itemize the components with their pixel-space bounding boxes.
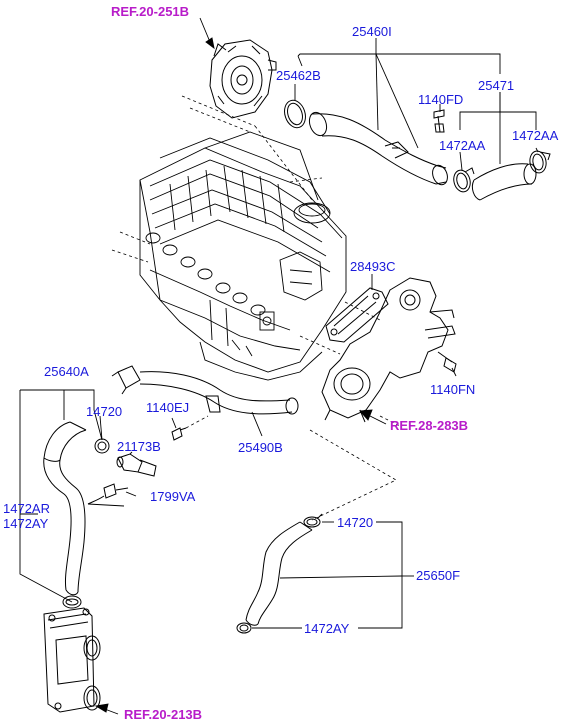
label-1472ay-left: 1472AY bbox=[3, 516, 49, 531]
turbocharger bbox=[209, 39, 277, 119]
label-25650f: 25650F bbox=[416, 568, 461, 583]
thermostat-housing bbox=[321, 277, 456, 423]
gasket-25462b bbox=[284, 99, 306, 129]
ref-turbo-label[interactable]: REF.20-251B bbox=[111, 4, 190, 19]
label-14720-left: 14720 bbox=[86, 404, 123, 419]
label-14720-lower: 14720 bbox=[337, 515, 374, 530]
bolt-1140fd bbox=[433, 109, 445, 133]
gasket-28493c bbox=[325, 287, 389, 343]
label-28493c: 28493C bbox=[350, 259, 396, 274]
fitting-21173b bbox=[116, 453, 157, 477]
clamp-1472ay-lower bbox=[236, 622, 252, 634]
label-1140fn: 1140FN bbox=[430, 382, 476, 397]
intake-pipe-25460i bbox=[308, 111, 448, 186]
bolt-1140fn bbox=[437, 351, 457, 373]
clamp-14720-left bbox=[94, 438, 110, 454]
ref-oil-cooler-label[interactable]: REF.20-213B bbox=[124, 707, 203, 722]
hose-25471 bbox=[471, 163, 537, 201]
label-25462b: 25462B bbox=[276, 68, 321, 83]
oil-cooler bbox=[43, 607, 101, 713]
clamp-1472ar bbox=[62, 595, 82, 609]
bolt-1140ej bbox=[171, 427, 187, 441]
pipe-25490b bbox=[111, 365, 299, 415]
engine-block bbox=[139, 131, 347, 381]
label-25640a: 25640A bbox=[44, 364, 89, 379]
label-1799va: 1799VA bbox=[150, 489, 196, 504]
label-1472aa-left: 1472AA bbox=[439, 138, 486, 153]
sensor-1799va bbox=[87, 483, 129, 507]
hose-25640a bbox=[43, 421, 87, 596]
label-1140ej: 1140EJ bbox=[146, 400, 190, 415]
label-25471: 25471 bbox=[478, 78, 515, 93]
label-1472aa-right: 1472AA bbox=[512, 128, 559, 143]
label-25460i: 25460I bbox=[352, 24, 392, 39]
ref-thermostat-label[interactable]: REF.28-283B bbox=[390, 418, 469, 433]
label-1140fd: 1140FD bbox=[418, 92, 464, 107]
label-25490b: 25490B bbox=[238, 440, 283, 455]
hose-25650f bbox=[245, 521, 313, 626]
clamp-1472aa-left bbox=[453, 167, 475, 193]
label-1472ar: 1472AR bbox=[3, 501, 50, 516]
label-21173b: 21173B bbox=[117, 439, 161, 454]
label-1472ay-lower: 1472AY bbox=[304, 621, 350, 636]
clamp-1472aa-right bbox=[529, 150, 551, 174]
clamp-14720-lower bbox=[303, 513, 323, 528]
